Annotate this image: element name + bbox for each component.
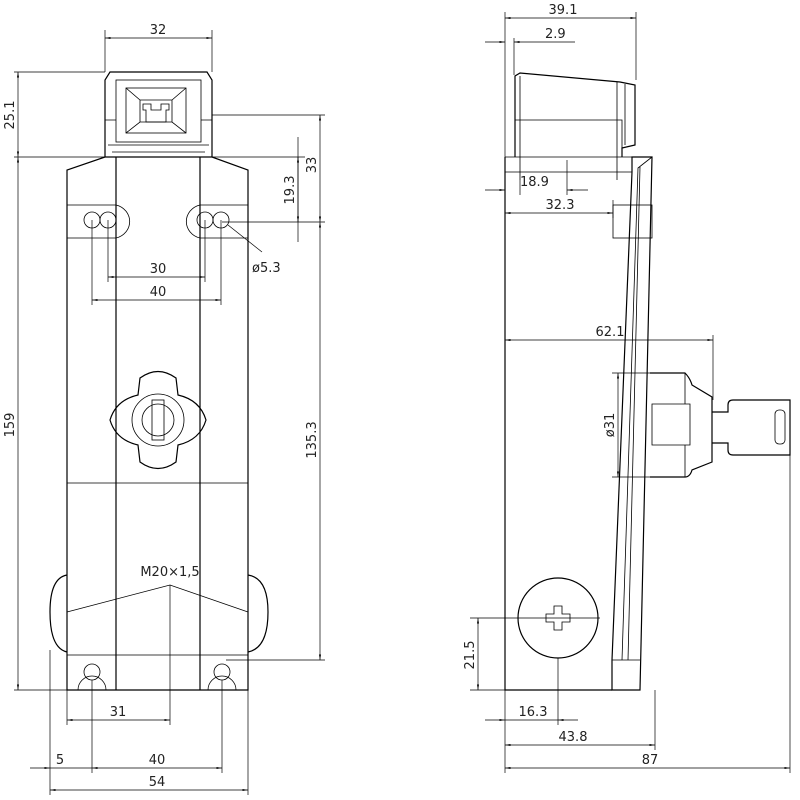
cable-gland-right (247, 574, 269, 653)
dim-top-to-holes: 33 (305, 157, 320, 174)
dim-head-offset: 2.9 (545, 27, 566, 42)
dim-overall-height: 159 (3, 413, 18, 438)
dim-plate-depth: 43.8 (559, 730, 588, 745)
side-dimensions: 39.1 2.9 18.9 32.3 62.1 ø31 21.5 16.3 43… (463, 3, 791, 773)
thread-label: M20×1,5 (140, 565, 199, 580)
key-lock (650, 372, 791, 478)
dim-key-depth: 62.1 (596, 325, 625, 340)
dim-body-top-to-holes: 19.3 (283, 176, 298, 205)
dim-gland-center: 16.3 (519, 705, 548, 720)
dim-head-depth: 39.1 (549, 3, 578, 18)
dim-overall-depth: 87 (642, 753, 659, 768)
mounting-slot-left (83, 204, 131, 239)
side-view: 39.1 2.9 18.9 32.3 62.1 ø31 21.5 16.3 43… (463, 3, 791, 773)
bottom-hole-left (83, 663, 101, 681)
mounting-block (612, 204, 653, 239)
dim-cable-offset: 31 (110, 705, 127, 720)
dim-head-height: 25.1 (3, 101, 18, 130)
actuator-head (104, 71, 213, 157)
dim-edge-offset: 5 (56, 753, 64, 768)
side-body (504, 156, 791, 691)
front-dimensions: 32 25.1 159 33 19.3 135.3 30 40 ø5.3 M20… (3, 23, 325, 795)
side-head (514, 72, 636, 180)
dim-gland-height: 21.5 (463, 641, 478, 670)
switch-body (49, 156, 269, 691)
bottom-hole-right (213, 663, 231, 681)
key-icon (712, 399, 791, 456)
dim-hole-diameter: ø5.3 (252, 261, 281, 276)
dim-slot-inner: 30 (150, 262, 167, 277)
cable-gland-left (49, 574, 68, 653)
dim-overall-width: 54 (149, 775, 166, 790)
dim-slot-outer: 40 (150, 285, 167, 300)
dim-key-diameter: ø31 (603, 413, 618, 438)
dim-head-center: 18.9 (520, 175, 549, 190)
dim-bottom-hole-spacing: 40 (149, 753, 166, 768)
key-cylinder (109, 370, 207, 470)
dim-hole-spacing-vertical: 135.3 (305, 421, 320, 458)
dim-body-depth: 32.3 (546, 198, 575, 213)
front-view: 32 25.1 159 33 19.3 135.3 30 40 ø5.3 M20… (3, 23, 325, 795)
dim-head-width: 32 (150, 23, 167, 38)
mounting-slot-right (185, 204, 230, 239)
